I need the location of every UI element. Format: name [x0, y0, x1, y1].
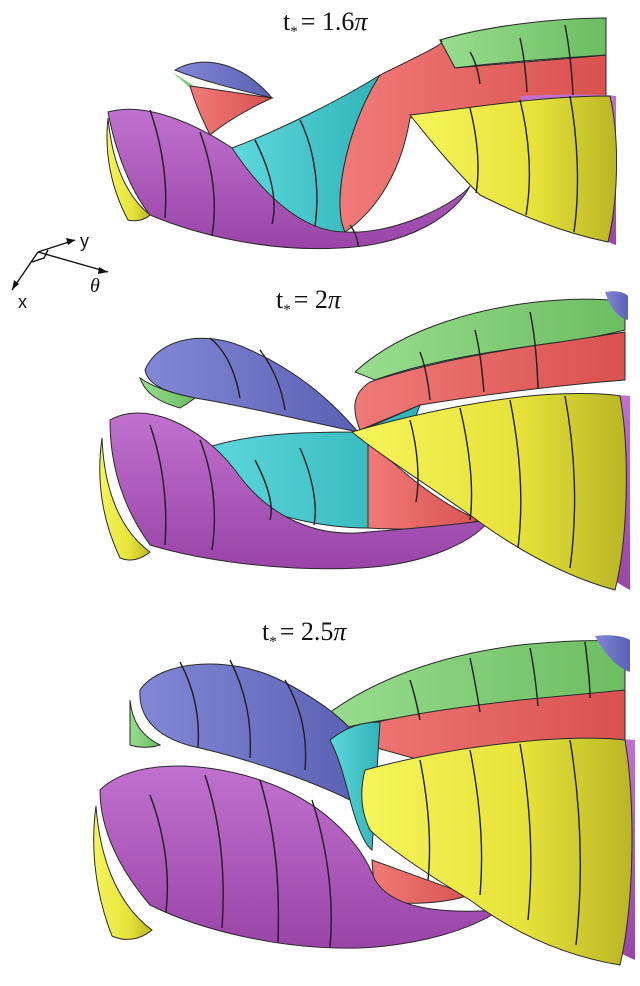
- yellow-cone: [410, 96, 617, 242]
- panel-1-label: t*= 1.6π: [283, 7, 368, 40]
- panel-1: t*= 1.6π: [107, 7, 617, 249]
- y-axis-label: y: [80, 231, 89, 251]
- axes-glyph: x y θ: [12, 231, 108, 312]
- blue-petal: [145, 338, 358, 432]
- theta-axis-label: θ: [90, 275, 100, 297]
- panel-2: t*= 2π: [100, 285, 630, 590]
- panel-3: t*= 2.5π: [94, 617, 635, 965]
- x-axis-label: x: [18, 292, 27, 312]
- panel-3-label: t*= 2.5π: [262, 617, 347, 650]
- panel-2-label: t*= 2π: [276, 285, 342, 318]
